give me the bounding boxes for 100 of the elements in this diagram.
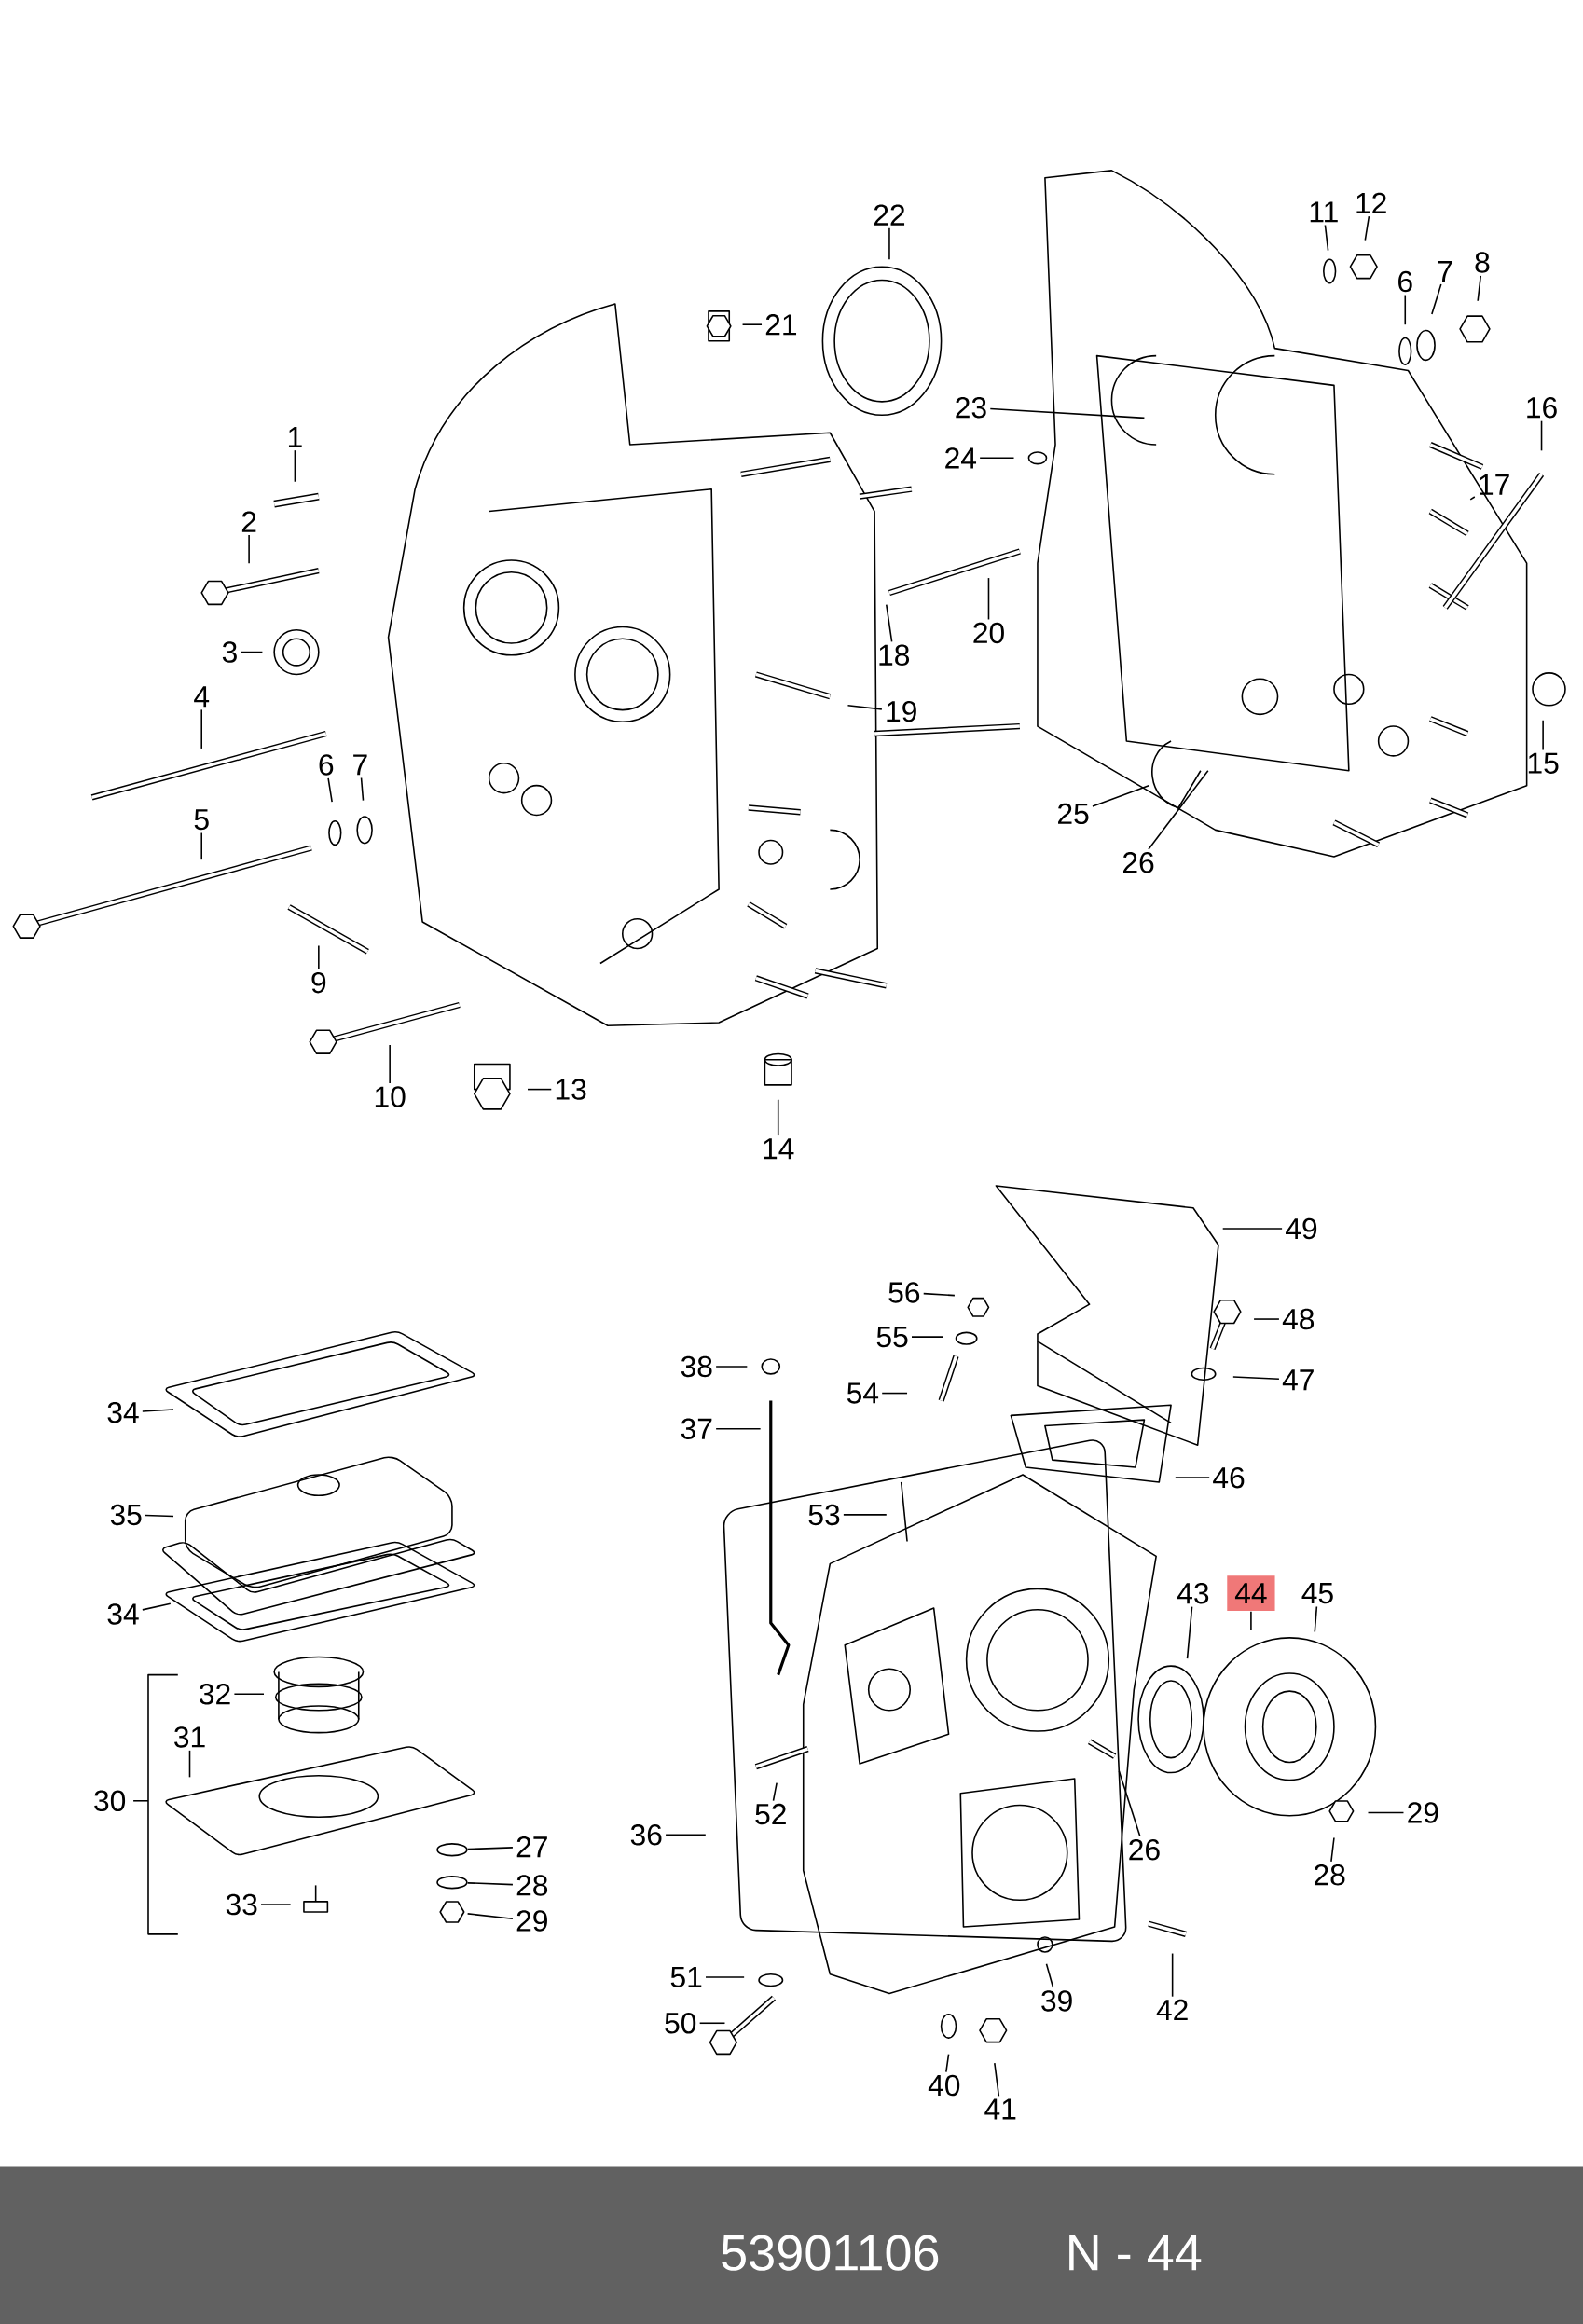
callout-number: 24 (945, 447, 976, 469)
callout-number: 43 (1177, 1582, 1209, 1604)
callout-number: 8 (1475, 252, 1490, 273)
callout-number: 39 (1041, 1990, 1072, 2012)
leader-line (1540, 419, 1543, 452)
callout-number: 13 (556, 1079, 586, 1100)
leader-line (777, 1098, 779, 1136)
leader-line (466, 1882, 514, 1886)
leader-line (885, 603, 893, 643)
callout-number: 42 (1156, 1999, 1188, 2021)
leader-line (233, 1693, 265, 1696)
callout-number: 20 (973, 622, 1004, 644)
callout-number: 38 (681, 1355, 712, 1378)
leader-line (1330, 1836, 1335, 1863)
callout-number: 51 (670, 1966, 702, 1988)
callout-number: 54 (847, 1382, 879, 1404)
callout-number: 32 (200, 1684, 230, 1705)
leader-line (1175, 1477, 1210, 1478)
callout-number: 3 (222, 641, 237, 663)
leader-line (772, 1781, 778, 1802)
callout-number: 55 (876, 1327, 908, 1348)
leader-line (142, 1409, 174, 1412)
leader-line (1314, 1605, 1318, 1633)
leader-line (698, 2022, 726, 2025)
callout-number: 34 (107, 1603, 139, 1625)
callout-number: 12 (1356, 192, 1386, 213)
callout-number: 1 (288, 427, 302, 447)
callout-number: 26 (1122, 852, 1154, 873)
callout-number: 29 (516, 1910, 547, 1932)
leader-line (248, 534, 250, 564)
leader-line (1148, 769, 1209, 850)
nut (439, 1901, 465, 1923)
callout-number: 2 (241, 511, 256, 532)
leader-line (188, 1750, 191, 1779)
leader-line (911, 1336, 943, 1338)
callout-number: 10 (375, 1086, 406, 1107)
callout-number: 37 (681, 1418, 712, 1439)
callout-number: 16 (1527, 397, 1557, 419)
callout-number: 9 (311, 971, 326, 994)
leader-line (989, 407, 1146, 419)
callout-number: 5 (194, 809, 209, 831)
callout-number: 25 (1058, 803, 1089, 825)
leader-line (881, 1392, 908, 1395)
callout-number: 18 (879, 644, 909, 666)
callout-number: 11 (1310, 201, 1338, 223)
callout-number: 56 (888, 1282, 920, 1303)
leader-line (1364, 215, 1370, 241)
leader-line (1092, 784, 1149, 807)
callout-number: 47 (1282, 1369, 1314, 1391)
leader-line (260, 1904, 292, 1905)
leader-line (888, 227, 890, 261)
leader-line (318, 944, 320, 970)
washer (436, 1876, 468, 1890)
callout-number: 29 (1408, 1802, 1438, 1823)
footer-text: N - 44 (1069, 2235, 1202, 2271)
leader-line (200, 832, 202, 860)
leader-line (847, 705, 883, 710)
leader-line (389, 1044, 391, 1084)
leader-line (945, 2053, 950, 2073)
leader-line (1221, 1228, 1283, 1230)
callout-number: 34 (107, 1401, 139, 1423)
leader-line (1118, 1770, 1141, 1837)
leader-line (1253, 1318, 1280, 1320)
leader-line (200, 708, 202, 749)
leader-line (979, 457, 1015, 460)
callout-number: 28 (516, 1875, 548, 1896)
callout-number: 45 (1301, 1583, 1333, 1604)
washer (436, 1843, 468, 1857)
callout-number: 26 (1129, 1839, 1160, 1861)
leader-line (360, 777, 365, 802)
leader-line (527, 1088, 553, 1091)
leader-line (1404, 294, 1407, 325)
leader-line (1542, 719, 1544, 751)
leader-line (665, 1834, 707, 1836)
leader-line (327, 777, 333, 803)
callout-number: 28 (1315, 1864, 1345, 1886)
leader-line (240, 651, 264, 653)
callout-number: 50 (665, 2013, 696, 2034)
callout-number: 35 (110, 1504, 142, 1526)
leader-line (1367, 1811, 1405, 1814)
callout-number: 14 (764, 1138, 794, 1160)
leader-line (1045, 1962, 1054, 1988)
callout-number: 6 (1398, 270, 1412, 293)
callout-number: 53 (808, 1504, 840, 1526)
callout-number: 23 (956, 397, 986, 419)
leader-line (142, 1602, 172, 1611)
leader-line (294, 449, 296, 483)
callout-number: 22 (874, 204, 904, 226)
callout-number: 40 (928, 2074, 960, 2097)
callout-number: 15 (1528, 752, 1559, 774)
callout-number: 49 (1286, 1217, 1317, 1240)
callout-number: 7 (1438, 261, 1452, 282)
leader-line (1477, 275, 1482, 302)
callout-number: 19 (887, 700, 916, 722)
callout-number: 30 (94, 1790, 126, 1811)
callout-number: 21 (765, 314, 796, 336)
callout-number: 17 (1480, 474, 1509, 495)
callout-number: 52 (755, 1803, 786, 1825)
leader-line (466, 1913, 514, 1920)
leader-line (1431, 283, 1442, 315)
